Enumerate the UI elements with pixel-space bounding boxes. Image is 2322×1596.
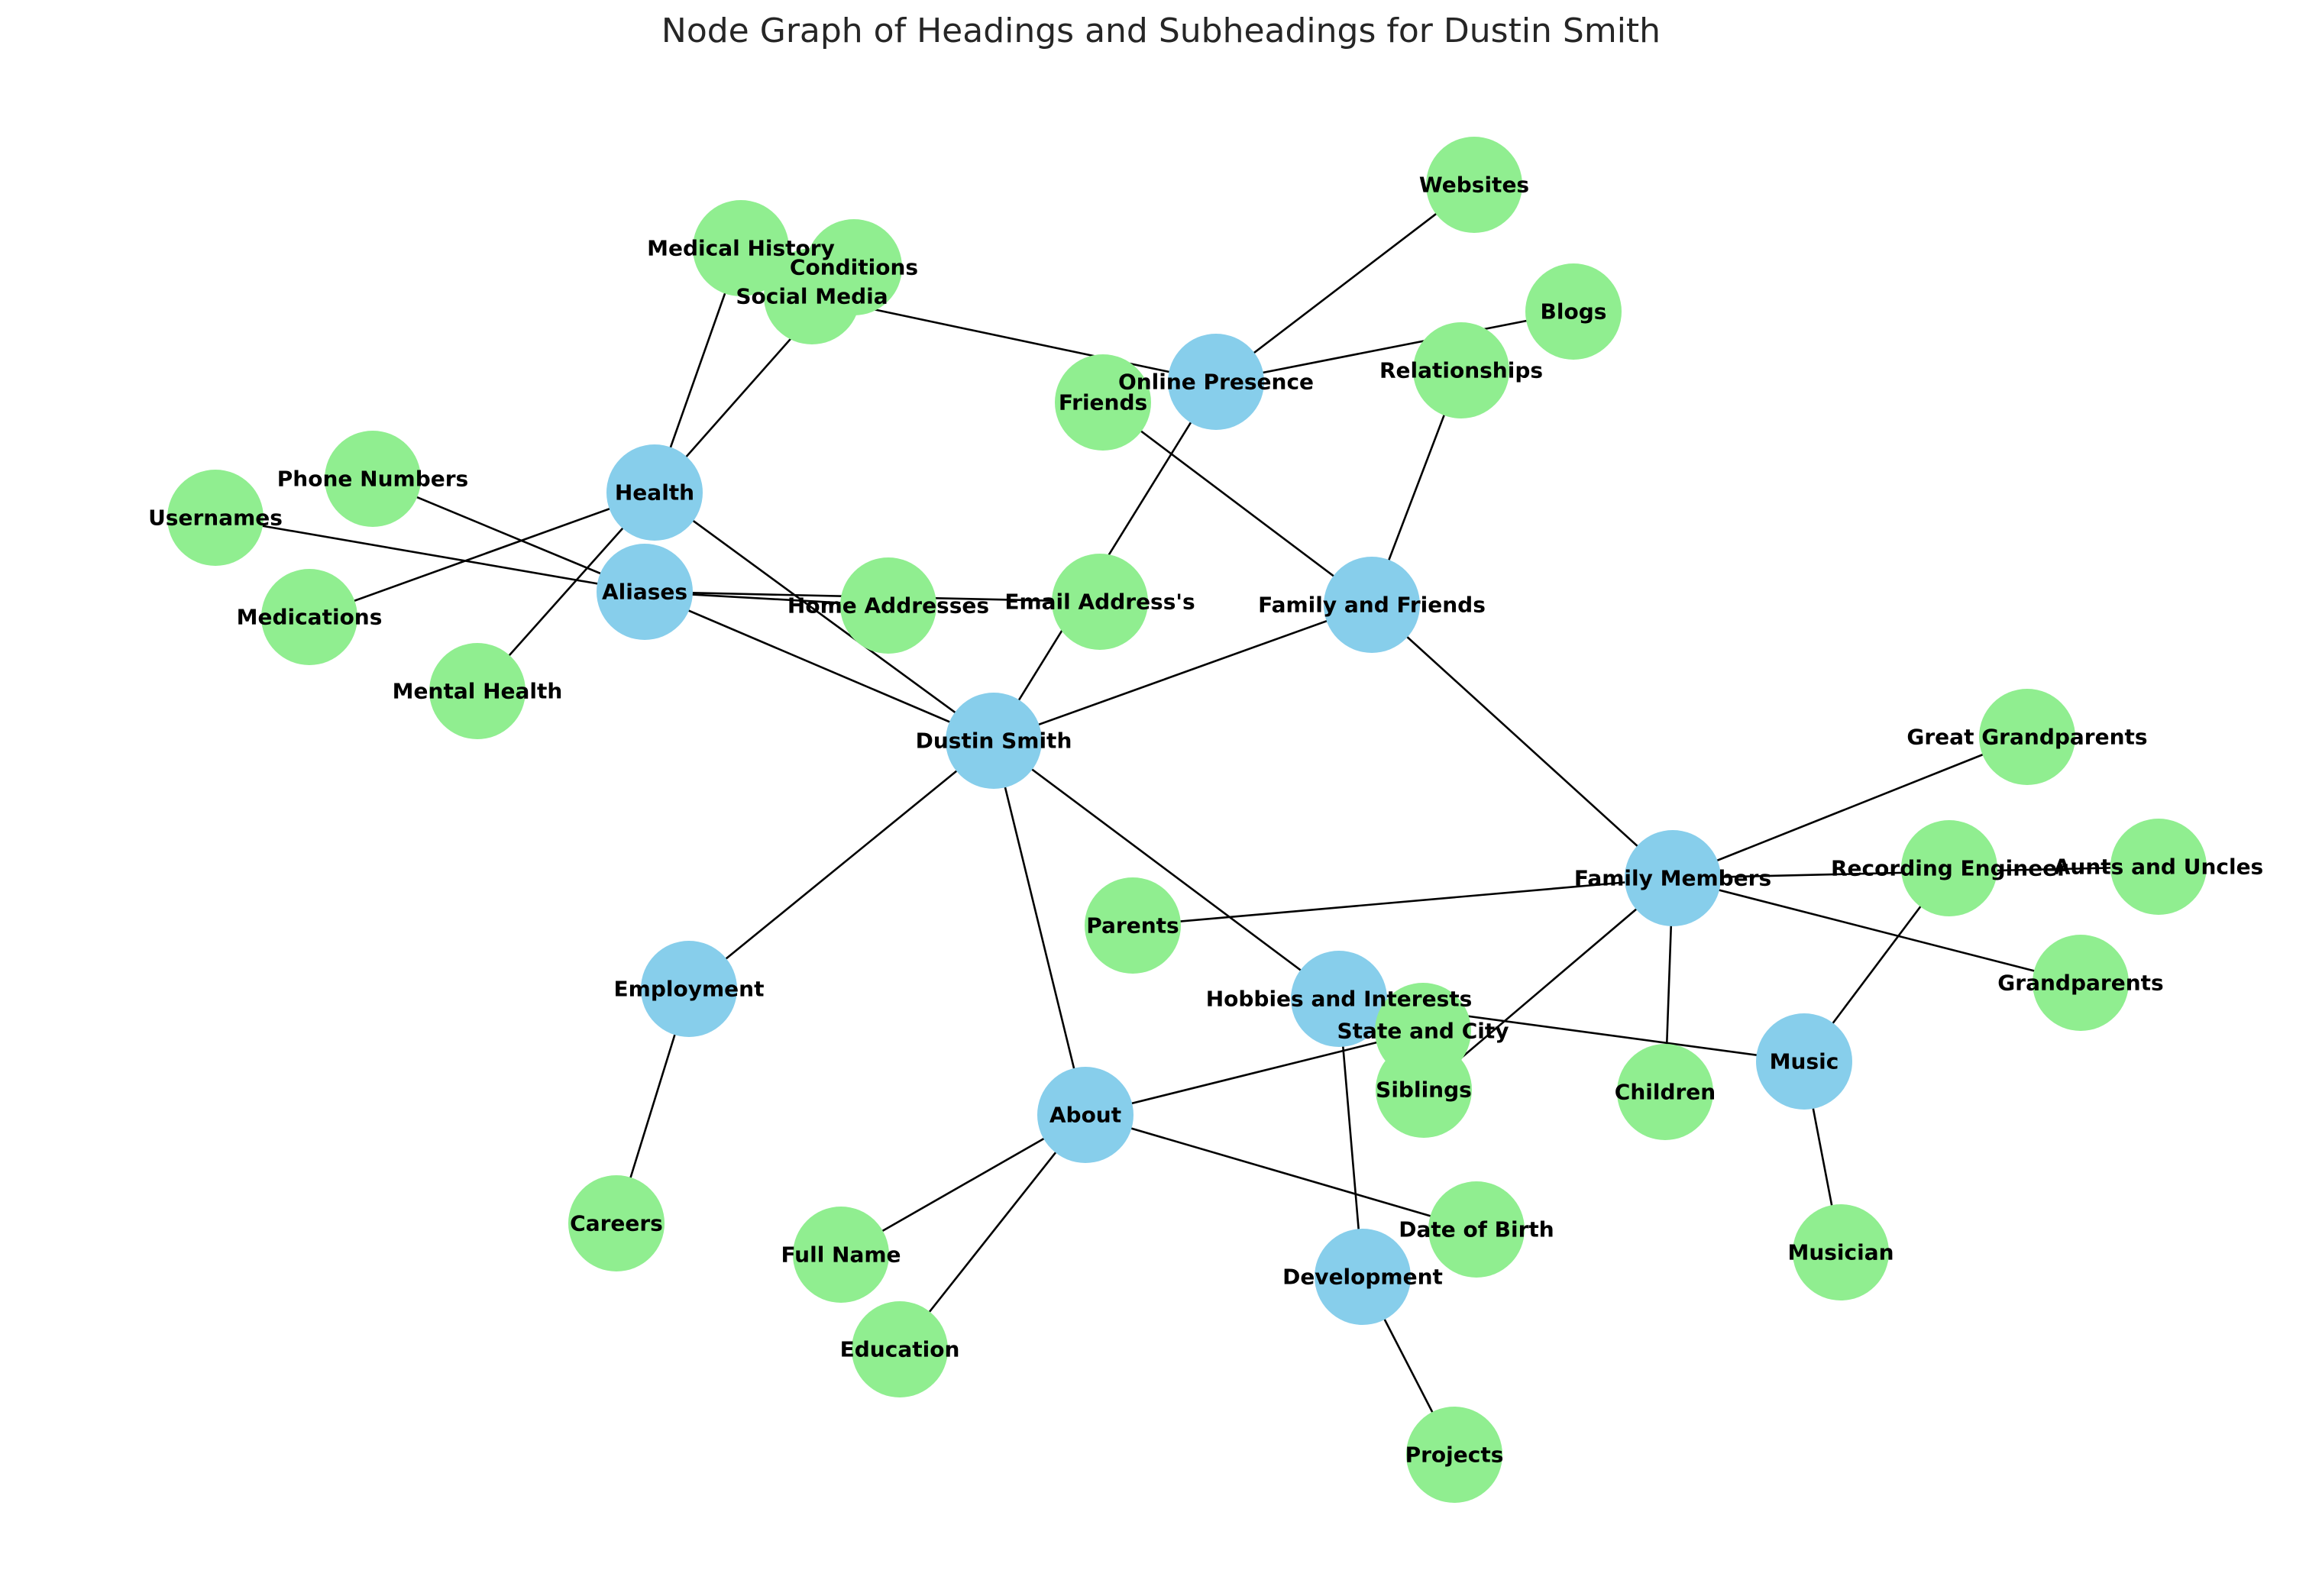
node-music bbox=[1756, 1013, 1852, 1110]
edge-dustin-smith-to-employment bbox=[688, 739, 994, 990]
node-label-state-and-city: State and City bbox=[1337, 1019, 1509, 1044]
node-label-projects: Projects bbox=[1405, 1443, 1504, 1468]
node-children bbox=[1617, 1044, 1713, 1140]
node-label-parents: Parents bbox=[1086, 913, 1179, 939]
node-label-social-media: Social Media bbox=[736, 284, 888, 309]
node-label-usernames: Usernames bbox=[148, 506, 283, 531]
node-label-development: Development bbox=[1282, 1265, 1443, 1290]
node-label-family-and-friends: Family and Friends bbox=[1258, 593, 1486, 618]
node-label-online-presence: Online Presence bbox=[1118, 370, 1314, 395]
node-great-grandparents bbox=[1979, 689, 2075, 785]
node-label-home-addresses: Home Addresses bbox=[787, 593, 989, 619]
node-label-music: Music bbox=[1770, 1049, 1839, 1074]
node-label-dustin-smith: Dustin Smith bbox=[916, 729, 1072, 754]
node-about bbox=[1037, 1067, 1134, 1163]
node-full-name bbox=[793, 1207, 889, 1303]
edge-online-presence-to-blogs bbox=[1215, 310, 1574, 383]
edge-about-to-state-and-city bbox=[1085, 1029, 1424, 1116]
node-label-full-name: Full Name bbox=[781, 1242, 901, 1268]
node-health bbox=[606, 444, 703, 541]
node-education bbox=[852, 1301, 948, 1397]
edge-online-presence-to-social-media bbox=[811, 295, 1217, 383]
edge-about-to-date-of-birth bbox=[1085, 1113, 1477, 1231]
node-label-about: About bbox=[1049, 1103, 1121, 1128]
node-friends bbox=[1055, 354, 1151, 451]
edge-family-members-to-siblings bbox=[1423, 877, 1674, 1090]
edge-dustin-smith-to-family-and-friends bbox=[993, 603, 1373, 742]
edge-aliases-to-phone-numbers bbox=[372, 477, 645, 593]
node-mental-health bbox=[429, 643, 526, 739]
node-label-health: Health bbox=[615, 480, 694, 506]
node-employment bbox=[641, 941, 737, 1037]
node-label-musician: Musician bbox=[1787, 1240, 1893, 1265]
edge-about-to-education bbox=[898, 1114, 1087, 1350]
node-home-addresses bbox=[840, 557, 936, 654]
node-blogs bbox=[1525, 263, 1622, 360]
node-relationships bbox=[1413, 322, 1509, 418]
node-careers bbox=[568, 1175, 665, 1271]
node-development bbox=[1315, 1229, 1411, 1325]
edge-online-presence-to-websites bbox=[1215, 183, 1475, 383]
edge-dustin-smith-to-aliases bbox=[644, 590, 994, 742]
nodes-layer bbox=[167, 137, 2207, 1503]
node-label-date-of-birth: Date of Birth bbox=[1399, 1217, 1554, 1242]
node-label-medications: Medications bbox=[237, 605, 383, 630]
edge-family-members-to-great-grandparents bbox=[1672, 735, 2028, 880]
node-label-education: Education bbox=[840, 1337, 960, 1362]
node-aunts-and-uncles bbox=[2110, 819, 2207, 915]
node-label-medical-history: Medical History bbox=[647, 236, 835, 261]
node-label-aunts-and-uncles: Aunts and Uncles bbox=[2054, 855, 2263, 880]
node-label-email-address-s: Email Address's bbox=[1004, 590, 1195, 615]
node-dustin-smith bbox=[946, 693, 1042, 789]
node-email-address-s bbox=[1052, 554, 1148, 650]
node-label-phone-numbers: Phone Numbers bbox=[277, 467, 468, 492]
node-label-conditions: Conditions bbox=[790, 255, 918, 280]
node-musician bbox=[1793, 1204, 1889, 1300]
node-hobbies-and-interests bbox=[1291, 951, 1387, 1047]
node-label-aliases: Aliases bbox=[602, 580, 687, 605]
node-label-careers: Careers bbox=[570, 1211, 663, 1236]
edge-aliases-to-usernames bbox=[215, 516, 645, 593]
edge-dustin-smith-to-about bbox=[992, 740, 1087, 1116]
node-label-grandparents: Grandparents bbox=[1997, 971, 2163, 996]
node-parents bbox=[1085, 877, 1181, 974]
node-siblings bbox=[1376, 1042, 1472, 1138]
node-label-great-grandparents: Great Grandparents bbox=[1906, 725, 2147, 750]
node-recording-engineer bbox=[1901, 820, 1997, 916]
edge-family-and-friends-to-family-members bbox=[1371, 604, 1674, 879]
node-label-recording-engineer: Recording Engineer bbox=[1831, 856, 2068, 881]
node-medications bbox=[261, 569, 357, 665]
edge-dustin-smith-to-health bbox=[654, 491, 994, 742]
node-label-blogs: Blogs bbox=[1541, 299, 1607, 325]
node-label-employment: Employment bbox=[614, 977, 765, 1002]
node-date-of-birth bbox=[1428, 1181, 1525, 1278]
node-label-websites: Websites bbox=[1419, 173, 1529, 198]
node-family-members bbox=[1625, 830, 1721, 926]
node-websites bbox=[1426, 137, 1522, 233]
node-label-friends: Friends bbox=[1059, 390, 1147, 415]
edge-family-members-to-grandparents bbox=[1672, 877, 2081, 984]
edge-dustin-smith-to-hobbies-and-interests bbox=[993, 739, 1340, 1000]
node-aliases bbox=[597, 544, 693, 640]
node-medical-history bbox=[693, 200, 789, 296]
node-label-mental-health: Mental Health bbox=[393, 679, 563, 704]
node-online-presence bbox=[1168, 334, 1264, 430]
edge-family-and-friends-to-friends bbox=[1102, 401, 1373, 606]
node-usernames bbox=[167, 470, 264, 566]
node-social-media bbox=[764, 248, 860, 344]
node-label-hobbies-and-interests: Hobbies and Interests bbox=[1206, 987, 1473, 1012]
node-label-children: Children bbox=[1615, 1080, 1716, 1105]
edge-health-to-medications bbox=[309, 491, 655, 619]
node-family-and-friends bbox=[1324, 557, 1420, 653]
node-grandparents bbox=[2033, 935, 2129, 1031]
node-label-relationships: Relationships bbox=[1379, 358, 1543, 383]
edge-family-members-to-parents bbox=[1132, 877, 1674, 927]
node-label-siblings: Siblings bbox=[1376, 1077, 1472, 1103]
node-label-family-members: Family Members bbox=[1574, 866, 1771, 891]
node-projects bbox=[1406, 1407, 1502, 1503]
graph-title: Node Graph of Headings and Subheadings f… bbox=[661, 11, 1661, 50]
node-phone-numbers bbox=[325, 431, 421, 527]
